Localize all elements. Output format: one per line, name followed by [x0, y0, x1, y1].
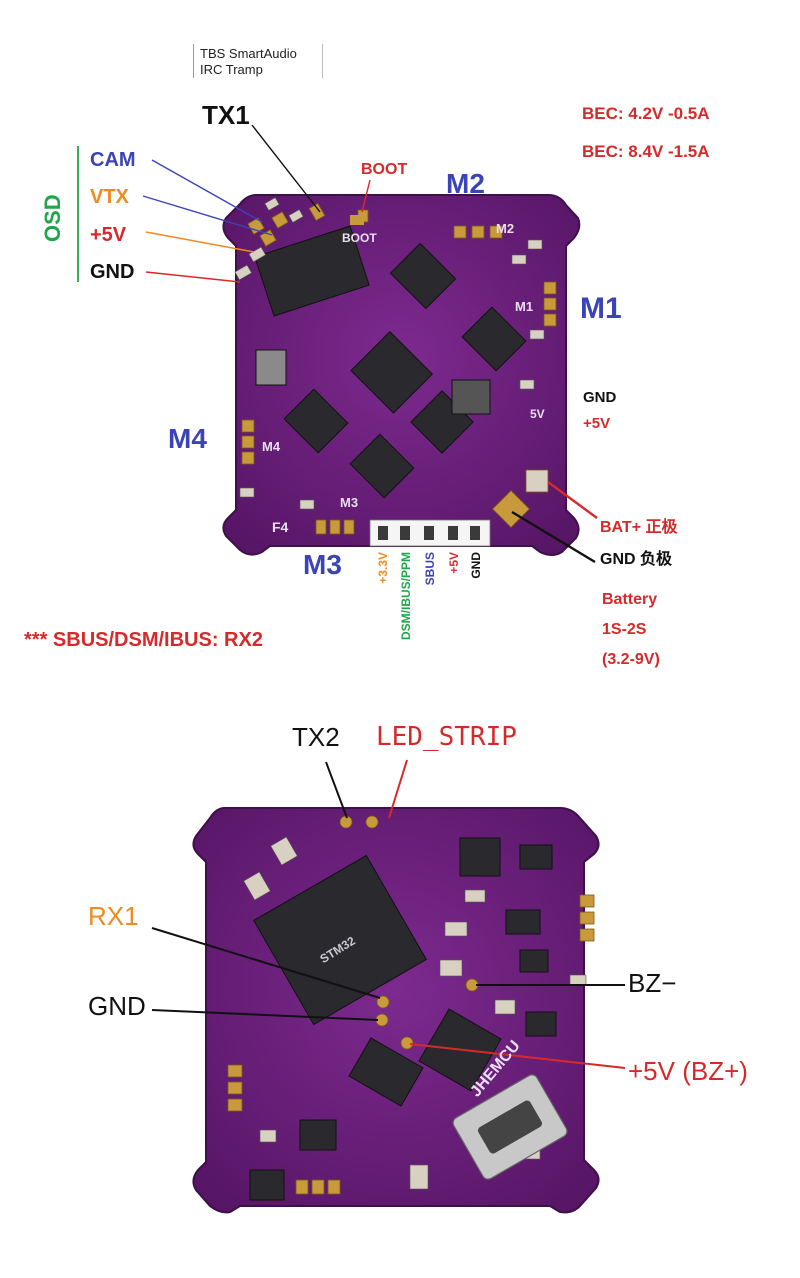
- label-tx2: TX2: [292, 722, 340, 752]
- label-rx1: RX1: [88, 901, 139, 931]
- label-battery-cells: 1S-2S: [602, 621, 647, 638]
- label-m1: M1: [580, 292, 622, 325]
- top-board-chips: [254, 225, 527, 499]
- silk-m4: M4: [262, 439, 281, 454]
- label-tx1: TX1: [202, 100, 250, 130]
- smartaudio-box: TBS SmartAudio IRC Tramp: [193, 44, 323, 78]
- label-vtx: VTX: [90, 186, 129, 208]
- label-5v-right: +5V: [583, 415, 611, 432]
- label-m4: M4: [168, 423, 207, 454]
- silk-m2: M2: [496, 221, 515, 236]
- label-osd: OSD: [40, 194, 65, 242]
- boot-pad: [350, 215, 364, 225]
- top-board-components: [234, 197, 545, 510]
- label-cam: CAM: [90, 149, 136, 171]
- silk-m3: M3: [340, 495, 359, 510]
- label-gnd-osd: GND: [90, 261, 135, 283]
- label-gnd-neg: GND 负极: [600, 551, 673, 568]
- note-sbus-rx2: *** SBUS/DSM/IBUS: RX2: [24, 629, 263, 651]
- pin-label-gnd: GND: [469, 552, 483, 579]
- label-plus5v: +5V: [90, 224, 127, 246]
- label-boot: BOOT: [361, 161, 408, 178]
- label-m2: M2: [446, 168, 485, 199]
- label-bec2: BEC: 8.4V -1.5A: [582, 142, 710, 161]
- osd-pads: [247, 211, 289, 247]
- usb-port: [477, 1100, 543, 1154]
- rx-pad-holes: [378, 526, 480, 540]
- label-gnd-right: GND: [583, 389, 617, 406]
- pin-label-3v3: +3.3V: [376, 552, 390, 584]
- label-bz-minus: BZ−: [628, 968, 677, 998]
- label-m3: M3: [303, 549, 342, 580]
- bottom-board-pads: [227, 815, 595, 1195]
- label-5v-bz: +5V (BZ+): [628, 1056, 748, 1086]
- pin-label-sbus: SBUS: [423, 552, 437, 586]
- bottom-board-chips: [249, 837, 557, 1201]
- bottom-leader-lines: [151, 759, 626, 1069]
- silk-5v: 5V: [530, 407, 545, 421]
- silk-f4: F4: [272, 519, 289, 535]
- silk-m1: M1: [515, 299, 534, 314]
- silk-boot: BOOT: [342, 231, 377, 245]
- label-bec1: BEC: 4.2V -0.5A: [582, 104, 710, 123]
- bottom-board-components: [243, 836, 587, 1190]
- top-leader-lines: [77, 124, 598, 564]
- smartaudio-line1: TBS SmartAudio: [200, 46, 297, 61]
- pin-label-5v: +5V: [447, 552, 461, 574]
- label-battery-voltage: (3.2-9V): [602, 651, 660, 668]
- label-gnd-bottom: GND: [88, 991, 146, 1021]
- label-led-strip: LED_STRIP: [376, 722, 517, 752]
- pin-label-dsm: DSM/IBUS/PPM: [399, 552, 413, 641]
- label-battery: Battery: [602, 591, 658, 608]
- label-bat-plus: BAT+ 正极: [600, 519, 678, 536]
- smartaudio-line2: IRC Tramp: [200, 62, 263, 78]
